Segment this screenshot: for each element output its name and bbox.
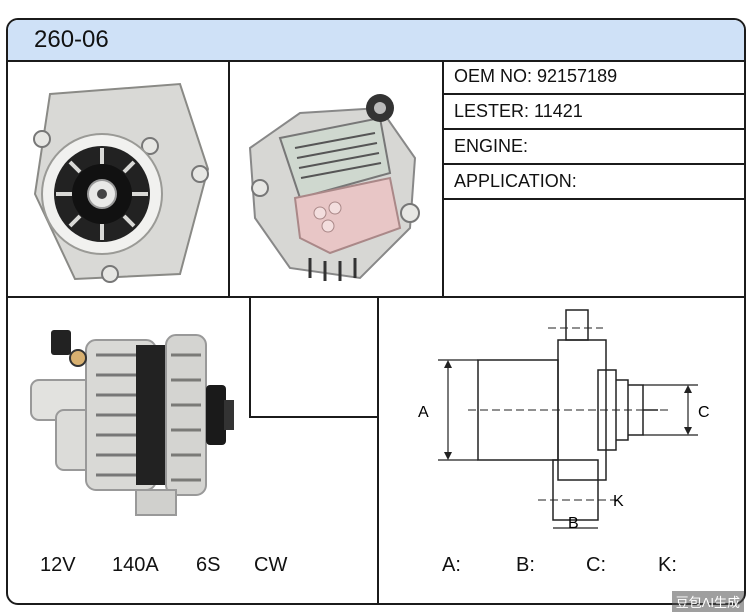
spec-rotation: CW xyxy=(254,554,288,576)
lester-number: LESTER: 11421 xyxy=(454,101,583,121)
grid-divider xyxy=(249,416,379,418)
grid-divider xyxy=(249,298,251,418)
oem-number: OEM NO: 92157189 xyxy=(454,66,618,86)
application-label: APPLICATION: xyxy=(454,171,577,191)
alternator-front-view-image xyxy=(33,82,210,283)
spec-amperage: 140A xyxy=(112,554,159,576)
application-row: APPLICATION: xyxy=(444,165,744,200)
diagram-letter-b: B xyxy=(568,515,579,530)
alternator-side-view-image xyxy=(30,330,234,516)
product-card: 260-06 OEM NO: 92157189 LESTER: 11421 EN… xyxy=(6,18,746,605)
dimension-label-a: A: xyxy=(442,554,461,576)
grid-divider xyxy=(8,296,744,298)
dimension-label-k: K: xyxy=(658,554,677,576)
diagram-letter-a: A xyxy=(418,404,429,421)
dimension-label-b: B: xyxy=(516,554,535,576)
engine-row: ENGINE: xyxy=(444,130,744,165)
grid-divider xyxy=(228,60,230,298)
diagram-letter-c: C xyxy=(698,404,710,421)
dimension-label-c: C: xyxy=(586,554,606,576)
grid-divider xyxy=(377,298,379,603)
grid-divider xyxy=(442,60,444,298)
diagram-letter-k: K xyxy=(613,493,624,510)
spec-pulley: 6S xyxy=(196,554,221,576)
dimension-diagram: A C K B xyxy=(418,309,710,530)
spec-voltage: 12V xyxy=(40,554,76,576)
oem-row: OEM NO: 92157189 xyxy=(444,60,744,95)
lester-row: LESTER: 11421 xyxy=(444,95,744,130)
header-bar: 260-06 xyxy=(8,20,744,62)
watermark: 豆包AI生成 xyxy=(671,591,744,612)
engine-label: ENGINE: xyxy=(454,136,529,156)
alternator-rear-view-image xyxy=(248,94,420,281)
part-code: 260-06 xyxy=(34,26,109,53)
